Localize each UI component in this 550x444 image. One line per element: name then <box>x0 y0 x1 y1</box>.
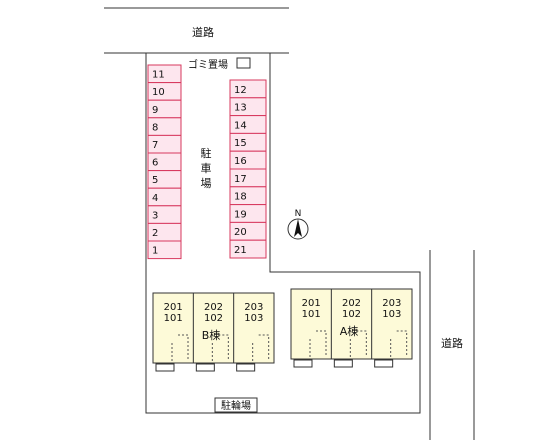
stair-mark <box>396 330 408 357</box>
outdoor-unit-box <box>374 359 394 368</box>
parking-left-space-number: 7 <box>152 140 158 151</box>
unit-upper-number: 201 <box>164 302 183 313</box>
unit-lower-number: 103 <box>244 313 263 324</box>
north-arrow-icon <box>294 219 302 237</box>
parking-right-column: 12 13 14 15 16 17 18 19 20 21 <box>229 79 267 259</box>
parking-left-space-number: 10 <box>152 87 165 98</box>
unit-upper-number: 203 <box>244 302 263 313</box>
parking-right-space-21 <box>229 239 267 259</box>
outdoor-unit-box <box>155 363 175 372</box>
outdoor-unit-box <box>236 363 256 372</box>
parking-right-space-number: 14 <box>234 120 247 131</box>
parking-left-column: 11 10 9 8 7 6 5 4 3 2 1 <box>147 64 182 260</box>
stair-mark <box>258 334 270 361</box>
parking-left-space-number: 9 <box>152 105 158 116</box>
parking-right-space-number: 16 <box>234 156 247 167</box>
bicycle-label-box <box>214 397 258 413</box>
parking-label-2: 車 <box>201 161 212 175</box>
parking-left-space-number: 3 <box>152 210 158 221</box>
parking-left-space-1 <box>147 240 182 260</box>
unit-lower-number: 101 <box>164 313 183 324</box>
parking-right-space-number: 20 <box>234 227 247 238</box>
stair-mark <box>356 330 367 357</box>
parking-left-space-number: 6 <box>152 158 158 169</box>
parking-right-space-number: 15 <box>234 138 247 149</box>
bicycle-label: 駐輪場 <box>221 399 251 412</box>
unit-upper-number: 201 <box>302 298 321 309</box>
unit-upper-number: 202 <box>204 302 223 313</box>
outdoor-unit-box <box>333 359 353 368</box>
garbage-box <box>236 57 251 69</box>
parking-left-space-number: 5 <box>152 175 158 186</box>
parking-label-3: 場 <box>201 177 212 190</box>
unit-lower-number: 103 <box>382 309 401 320</box>
parking-left-space-number: 2 <box>152 228 158 239</box>
north-label: N <box>295 209 302 219</box>
parking-right-space-number: 12 <box>234 85 247 96</box>
parking-label-1: 駐 <box>201 146 212 160</box>
stair-mark <box>218 334 229 361</box>
outdoor-unit-box <box>195 363 215 372</box>
lot-outline <box>145 52 421 414</box>
road-top-label: 道路 <box>192 25 214 39</box>
outdoor-unit-box <box>293 359 313 368</box>
parking-right-space-number: 13 <box>234 103 247 114</box>
parking-left-space-number: 1 <box>152 246 158 257</box>
parking-left-space-number: 11 <box>152 70 165 81</box>
unit-upper-number: 202 <box>342 298 361 309</box>
parking-right-space-number: 19 <box>234 209 247 220</box>
unit-lower-number: 102 <box>204 313 223 324</box>
building-a-name: A棟 <box>340 324 359 338</box>
parking-right-space-number: 17 <box>234 174 247 185</box>
parking-left-space-number: 4 <box>152 193 158 204</box>
garbage-label: ゴミ置場 <box>188 58 228 71</box>
north-arrow: N <box>287 209 309 240</box>
unit-upper-number: 203 <box>382 298 401 309</box>
road-right-label: 道路 <box>441 336 463 350</box>
parking-right-space-number: 18 <box>234 192 247 203</box>
parking-right-space-number: 21 <box>234 245 247 256</box>
parking-left-space-number: 8 <box>152 122 158 133</box>
unit-lower-number: 101 <box>302 309 321 320</box>
building-b-name: B棟 <box>202 328 221 342</box>
unit-lower-number: 102 <box>342 309 361 320</box>
building-a-outline <box>290 288 413 360</box>
building-b-outline <box>152 292 275 364</box>
